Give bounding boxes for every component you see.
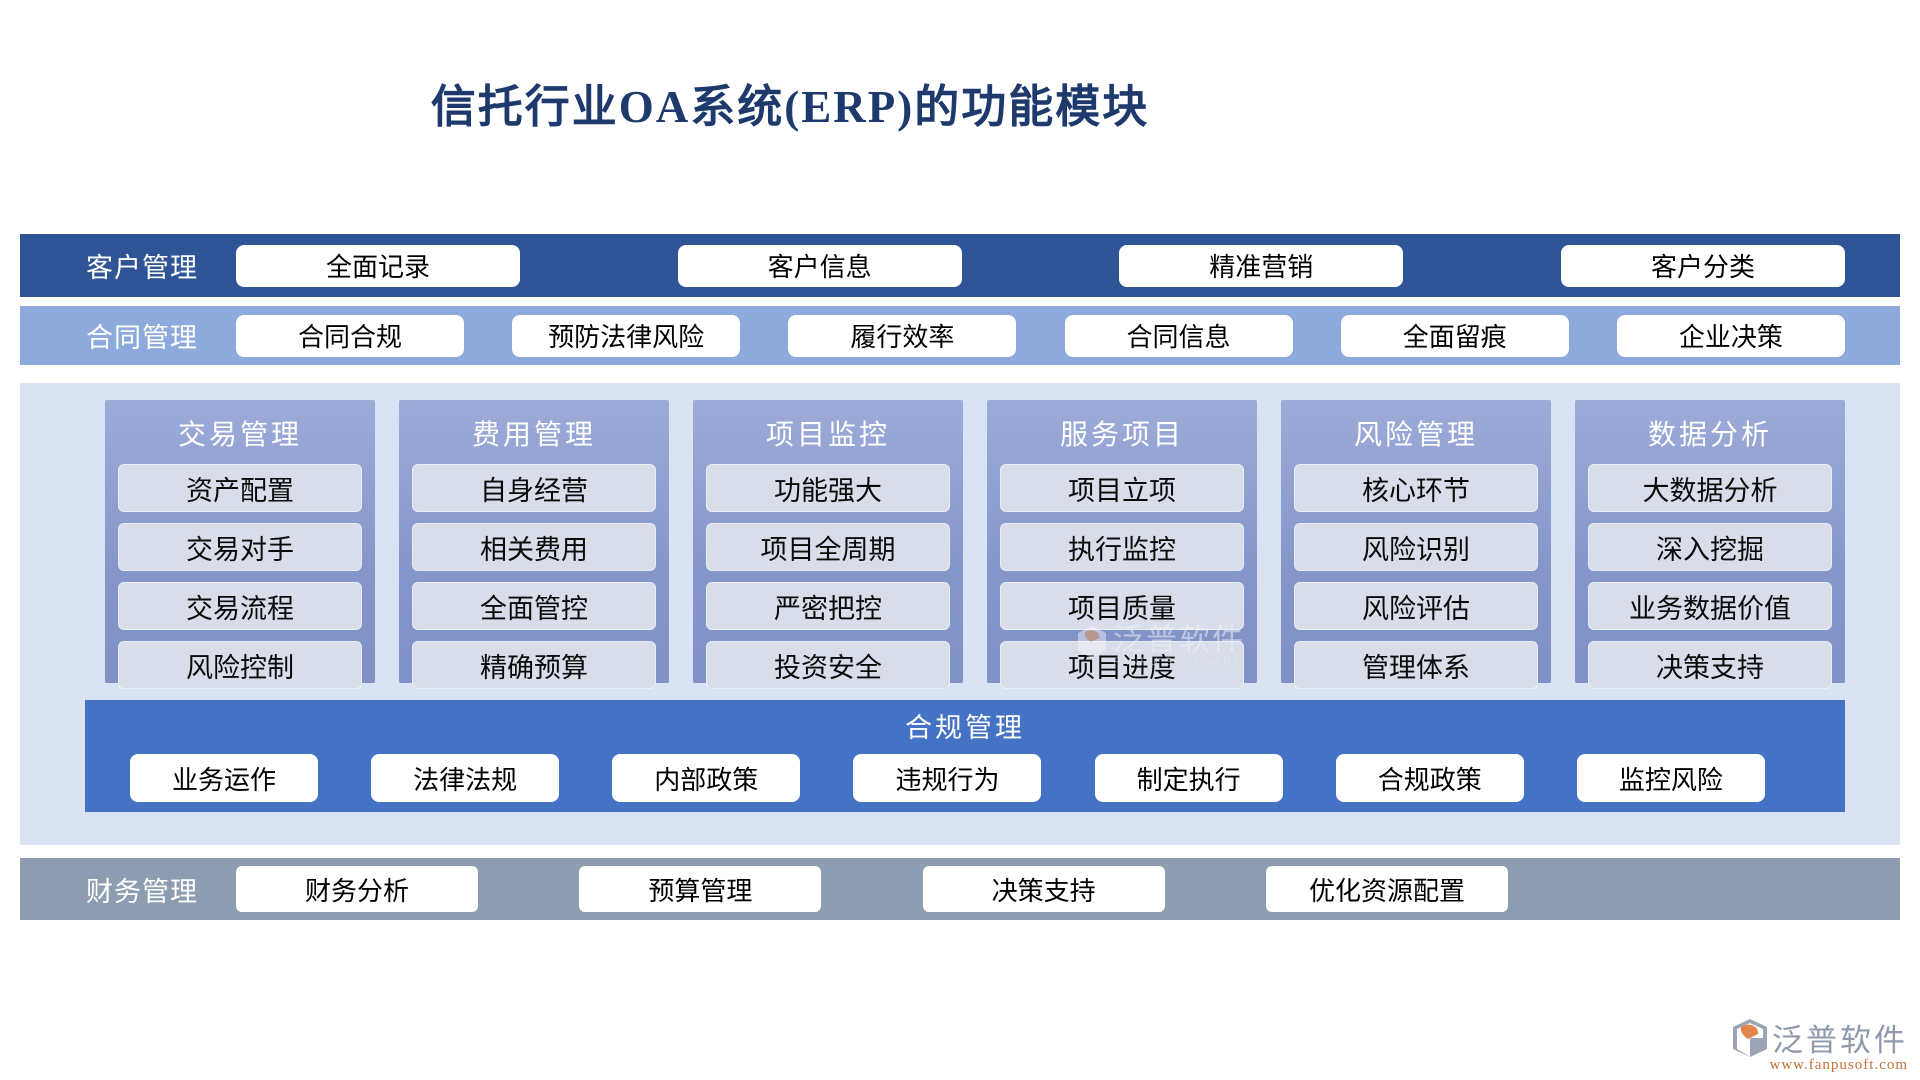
module-panel-items: 项目立项执行监控项目质量项目进度	[987, 464, 1257, 689]
module-columns: 交易管理资产配置交易对手交易流程风险控制费用管理自身经营相关费用全面管控精确预算…	[105, 400, 1845, 689]
module-item: 项目进度	[1000, 641, 1244, 689]
module-panel-title: 服务项目	[1059, 420, 1184, 451]
compliance-item: 业务运作	[130, 754, 318, 802]
compliance-item: 违规行为	[853, 754, 1042, 802]
page-title: 信托行业OA系统(ERP)的功能模块	[430, 82, 1150, 132]
module-item: 业务数据价值	[1588, 582, 1832, 630]
band-customer-label: 客户管理	[86, 253, 198, 283]
compliance-items: 业务运作 法律法规 内部政策 违规行为 制定执行 合规政策 监控风险	[130, 754, 1765, 802]
watermark-name: 泛普软件	[1113, 622, 1245, 657]
compliance-label: 合规管理	[905, 713, 1025, 743]
band-contract-management: 合同管理 合同合规 预防法律风险 履行效率 合同信息 全面留痕 企业决策	[20, 306, 1900, 365]
module-item: 执行监控	[1000, 523, 1244, 571]
band-finance-items: 财务分析 预算管理 决策支持 优化资源配置	[236, 866, 1508, 912]
module-panel-items: 自身经营相关费用全面管控精确预算	[399, 464, 669, 689]
module-panel: 交易管理资产配置交易对手交易流程风险控制	[105, 400, 375, 689]
band-customer-items: 全面记录 客户信息 精准营销 客户分类	[236, 244, 1845, 287]
center-watermark: 泛普软件 FANPU SOFTWARE	[1078, 624, 1245, 668]
band-contract-items: 合同合规 预防法律风险 履行效率 合同信息 全面留痕 企业决策	[236, 314, 1845, 357]
module-panel-title: 交易管理	[177, 420, 302, 451]
band-finance-label: 财务管理	[86, 876, 198, 907]
fanpu-logo-url: www.fanpusoft.com	[1769, 1057, 1908, 1073]
fanpu-logo-icon	[1733, 1018, 1767, 1057]
band-finance-management: 财务管理 财务分析 预算管理 决策支持 优化资源配置	[20, 858, 1900, 920]
module-panel-items: 功能强大项目全周期严密把控投资安全	[693, 464, 963, 689]
module-panel: 风险管理核心环节风险识别风险评估管理体系	[1281, 400, 1551, 689]
band-item: 全面留痕	[1340, 314, 1569, 357]
module-item: 风险控制	[118, 641, 362, 689]
band-item: 合同信息	[1064, 314, 1293, 357]
module-item: 交易对手	[118, 523, 362, 571]
band-item: 合同合规	[236, 314, 464, 357]
module-item: 风险评估	[1294, 582, 1538, 630]
band-item: 决策支持	[922, 866, 1165, 912]
module-item: 严密把控	[706, 582, 950, 630]
module-item: 自身经营	[412, 464, 656, 512]
module-item: 风险识别	[1294, 523, 1538, 571]
module-panel-items: 核心环节风险识别风险评估管理体系	[1281, 464, 1551, 689]
module-item: 核心环节	[1294, 464, 1538, 512]
module-panel-title: 数据分析	[1647, 420, 1772, 451]
compliance-item: 监控风险	[1576, 754, 1765, 802]
module-item: 决策支持	[1588, 641, 1832, 689]
compliance-item: 合规政策	[1335, 754, 1524, 802]
module-panel: 费用管理自身经营相关费用全面管控精确预算	[399, 400, 669, 689]
module-panel-title: 风险管理	[1353, 420, 1478, 451]
band-item: 预算管理	[579, 866, 822, 912]
band-customer-management: 客户管理 全面记录 客户信息 精准营销 客户分类	[20, 234, 1900, 297]
module-panel: 项目监控功能强大项目全周期严密把控投资安全	[693, 400, 963, 689]
module-item: 项目质量	[1000, 582, 1244, 630]
band-item: 客户分类	[1560, 244, 1845, 287]
module-item: 项目立项	[1000, 464, 1244, 512]
band-item: 企业决策	[1616, 314, 1845, 357]
module-panel: 数据分析大数据分析深入挖掘业务数据价值决策支持	[1575, 400, 1845, 689]
module-item: 功能强大	[706, 464, 950, 512]
fanpu-watermark-icon	[1078, 626, 1106, 658]
fanpu-logo-text: 泛普软件	[1772, 1023, 1908, 1058]
module-item: 项目全周期	[706, 523, 950, 571]
module-panel-title: 费用管理	[471, 420, 596, 451]
module-item: 精确预算	[412, 641, 656, 689]
module-panel: 服务项目项目立项执行监控项目质量项目进度	[987, 400, 1257, 689]
compliance-item: 制定执行	[1094, 754, 1283, 802]
module-item: 管理体系	[1294, 641, 1538, 689]
band-item: 财务分析	[236, 866, 478, 912]
module-item: 相关费用	[412, 523, 656, 571]
band-item: 履行效率	[788, 314, 1017, 357]
band-item: 全面记录	[236, 244, 520, 287]
compliance-item: 内部政策	[612, 754, 801, 802]
module-item: 交易流程	[118, 582, 362, 630]
module-item: 资产配置	[118, 464, 362, 512]
module-section: 交易管理资产配置交易对手交易流程风险控制费用管理自身经营相关费用全面管控精确预算…	[20, 383, 1900, 845]
band-contract-label: 合同管理	[86, 323, 198, 353]
band-item: 精准营销	[1119, 244, 1404, 287]
band-item: 客户信息	[677, 244, 962, 287]
fanpu-logo: 泛普软件 www.fanpusoft.com	[1733, 1015, 1908, 1074]
module-item: 投资安全	[706, 641, 950, 689]
module-item: 大数据分析	[1588, 464, 1832, 512]
module-panel-title: 项目监控	[765, 420, 890, 451]
band-item: 预防法律风险	[512, 314, 741, 357]
module-panel-items: 大数据分析深入挖掘业务数据价值决策支持	[1575, 464, 1845, 689]
watermark-subtitle: FANPU SOFTWARE	[1113, 656, 1243, 668]
compliance-item: 法律法规	[371, 754, 560, 802]
band-item: 优化资源配置	[1265, 866, 1508, 912]
module-panel-items: 资产配置交易对手交易流程风险控制	[105, 464, 375, 689]
module-item: 全面管控	[412, 582, 656, 630]
module-item: 深入挖掘	[1588, 523, 1832, 571]
band-compliance-management: 合规管理 业务运作 法律法规 内部政策 违规行为 制定执行 合规政策 监控风险	[85, 700, 1845, 812]
